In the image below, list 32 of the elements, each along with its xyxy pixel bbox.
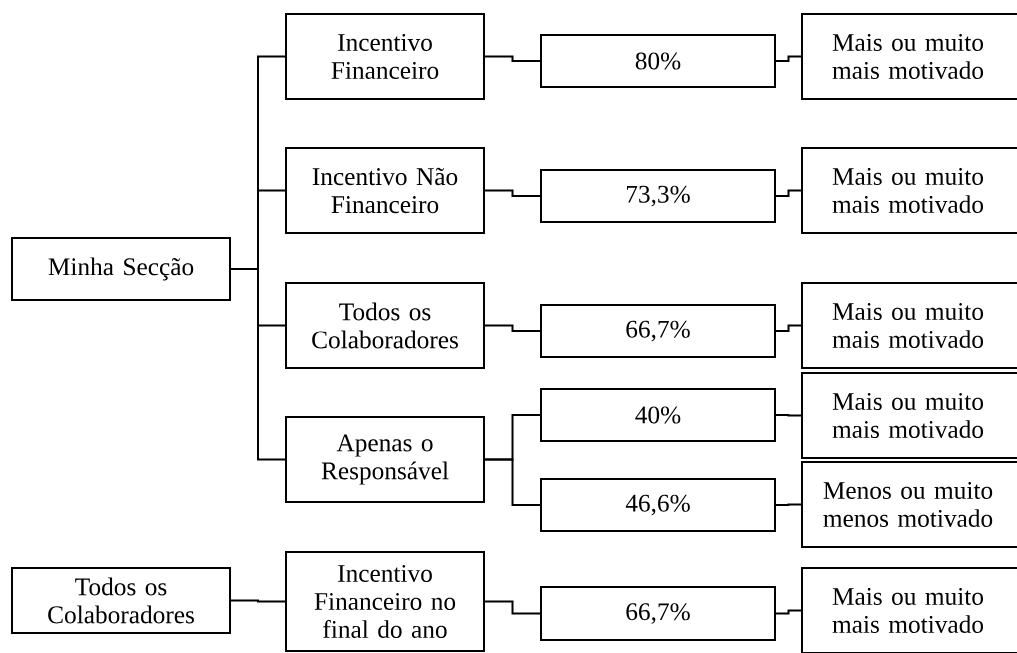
result-box: Mais ou muito mais motivado bbox=[801, 147, 1017, 234]
percentage-box: 40% bbox=[540, 388, 776, 442]
percentage-box: 46,6% bbox=[540, 478, 776, 532]
connector-line bbox=[775, 503, 802, 506]
percentage-box: 73,3% bbox=[540, 169, 776, 223]
category-box: Incentivo Não Financeiro bbox=[285, 147, 485, 234]
percentage-box: 80% bbox=[540, 34, 776, 88]
group-box: Todos os Colaboradores bbox=[11, 567, 231, 634]
percentage-box: 66,7% bbox=[540, 304, 776, 358]
connector-line bbox=[484, 189, 541, 197]
category-box: Apenas o Responsável bbox=[285, 416, 485, 503]
connector-line bbox=[775, 609, 802, 615]
connector-line bbox=[230, 268, 286, 461]
connector-line bbox=[484, 324, 541, 332]
percentage-box: 66,7% bbox=[540, 586, 776, 641]
connector-line bbox=[484, 458, 541, 506]
result-box: Menos ou muito menos motivado bbox=[801, 461, 1017, 548]
connector-line bbox=[230, 599, 286, 603]
group-box: Minha Secção bbox=[11, 237, 231, 301]
connector-line bbox=[775, 55, 802, 62]
category-box: Incentivo Financeiro no final do ano bbox=[285, 551, 485, 652]
result-box: Mais ou muito mais motivado bbox=[801, 567, 1017, 653]
category-box: Incentivo Financeiro bbox=[285, 13, 485, 100]
result-box: Mais ou muito mais motivado bbox=[801, 282, 1017, 369]
connector-line bbox=[484, 55, 541, 62]
connector-line bbox=[775, 324, 802, 332]
connector-line bbox=[775, 414, 802, 417]
result-box: Mais ou muito mais motivado bbox=[801, 372, 1017, 459]
result-box: Mais ou muito mais motivado bbox=[801, 13, 1017, 100]
connector-line bbox=[484, 600, 541, 615]
category-box: Todos os Colaboradores bbox=[285, 282, 485, 369]
connector-line bbox=[775, 189, 802, 197]
